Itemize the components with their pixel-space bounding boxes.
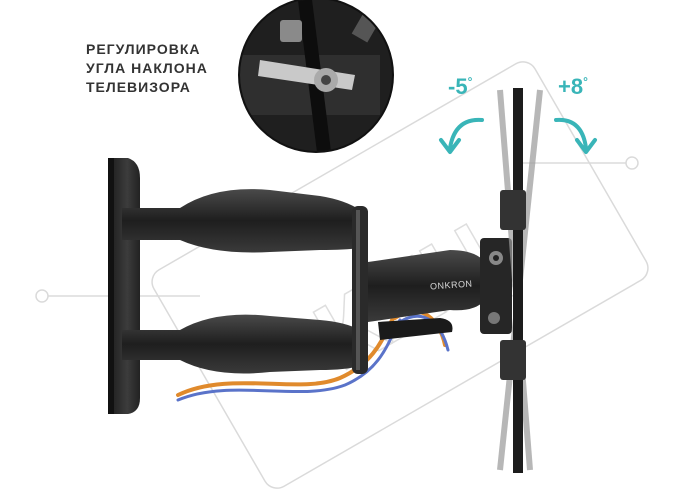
- tilt-negative-label: -5°: [448, 74, 472, 100]
- tilt-left-arrow-icon: [448, 117, 484, 150]
- tilt-positive-label: +8°: [558, 74, 588, 100]
- degree-sign: °: [583, 74, 588, 89]
- tilt-arrows: [439, 117, 597, 154]
- degree-sign: °: [467, 74, 473, 89]
- tilt-positive-value: +8: [558, 74, 584, 99]
- caption-line-3: ТЕЛЕВИЗОРА: [86, 79, 191, 95]
- tilt-right-arrow-icon: [554, 117, 588, 150]
- swing-arms: [122, 189, 485, 374]
- tilt-bracket: [480, 238, 512, 334]
- wall-plate: [108, 158, 140, 414]
- caption-line-1: РЕГУЛИРОВКА: [86, 41, 201, 57]
- tilt-caption: РЕГУЛИРОВКА УГЛА НАКЛОНА ТЕЛЕВИЗОРА: [86, 40, 256, 97]
- caption-line-2: УГЛА НАКЛОНА: [86, 60, 208, 76]
- tv-rails: [497, 88, 543, 473]
- zoom-inset: [238, 0, 394, 153]
- tilt-negative-value: -5: [448, 74, 468, 99]
